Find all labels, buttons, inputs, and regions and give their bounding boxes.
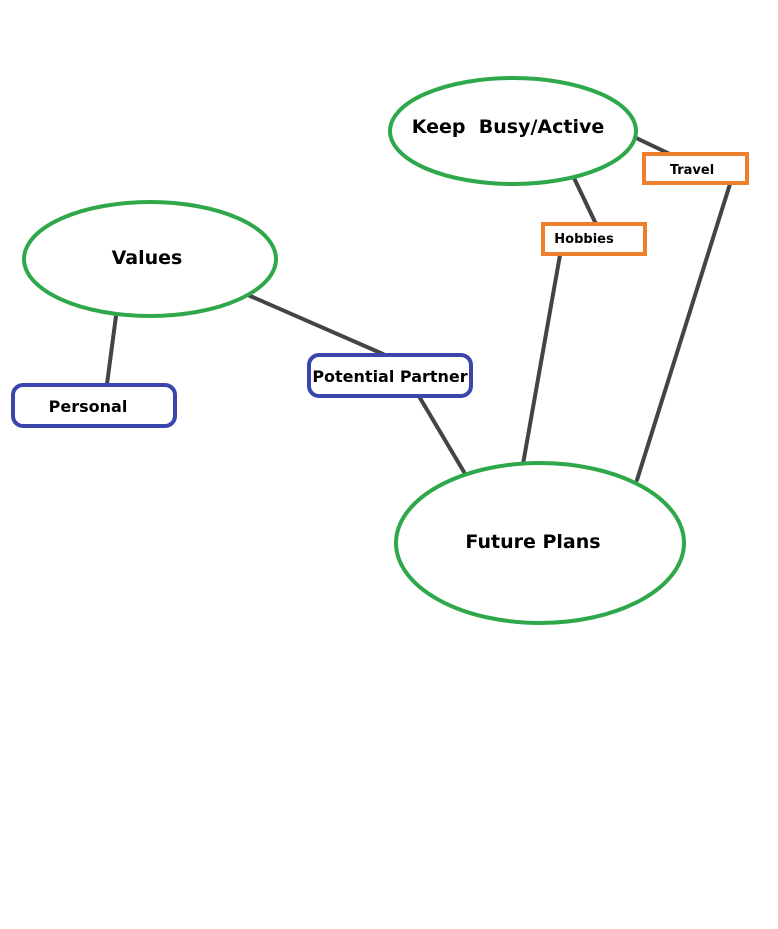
potential-partner-label: Potential Partner (312, 367, 467, 386)
travel-box (642, 152, 749, 185)
future-plans-ellipse (394, 461, 686, 625)
node-personal: Personal (11, 383, 177, 428)
edge-potential-partner-future-plans (418, 396, 466, 474)
travel-label: Travel (670, 163, 714, 178)
node-travel: Travel (642, 152, 749, 185)
keep-busy-label: Keep Busy/Active (412, 116, 604, 138)
personal-box (11, 383, 177, 428)
future-plans-label: Future Plans (465, 531, 600, 553)
hobbies-box (541, 222, 647, 256)
edge-hobbies-future-plans (521, 253, 562, 466)
personal-label: Personal (49, 397, 128, 416)
node-hobbies: Hobbies (541, 222, 647, 256)
potential-partner-box (307, 353, 473, 398)
values-ellipse (22, 200, 278, 318)
keep-busy-ellipse (388, 76, 638, 186)
node-keep-busy-active: Keep Busy/Active (388, 76, 638, 186)
hobbies-label: Hobbies (554, 232, 614, 247)
edge-values-potential-partner (246, 293, 385, 356)
edge-values-personal (105, 314, 118, 386)
node-future-plans: Future Plans (394, 461, 686, 625)
node-potential-partner: Potential Partner (307, 353, 473, 398)
node-values: Values (22, 200, 278, 318)
values-label: Values (112, 247, 183, 269)
edge-keep-busy-hobbies (572, 176, 598, 226)
edge-travel-future-plans (635, 182, 732, 482)
connectors (105, 135, 732, 482)
